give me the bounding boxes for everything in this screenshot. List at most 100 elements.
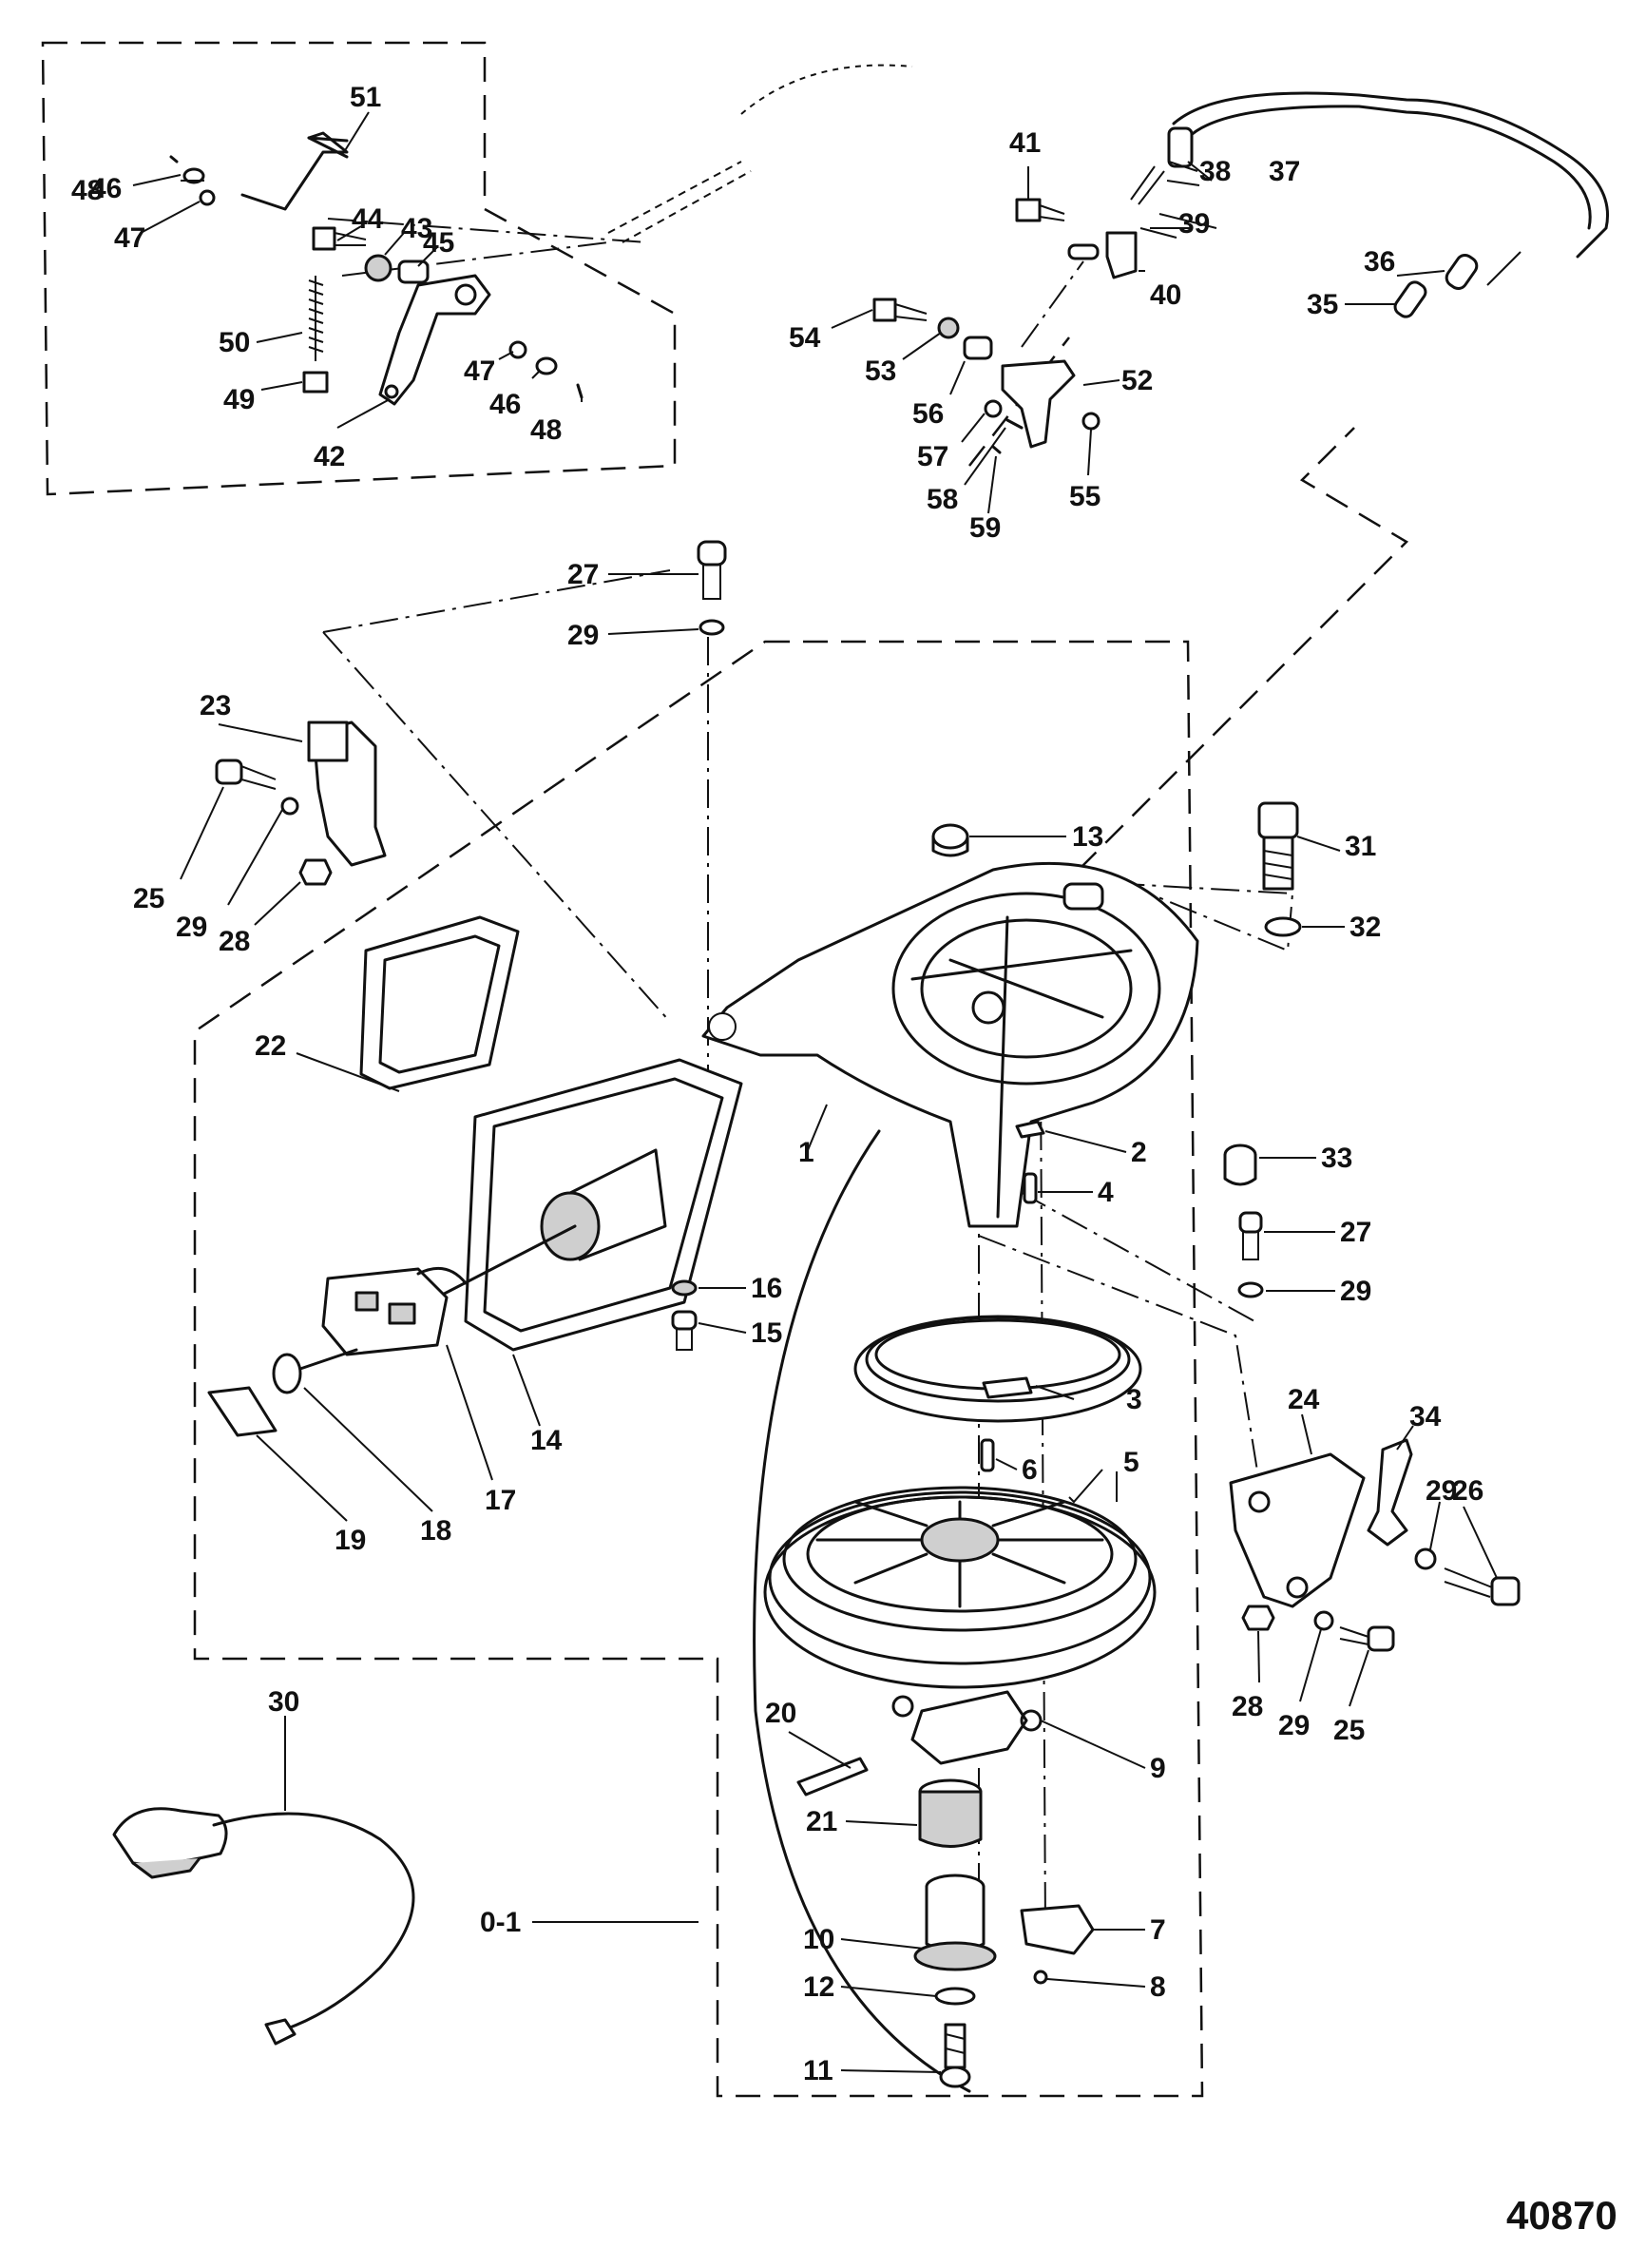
callout-19: 19 [335, 1525, 366, 1556]
washer-57 [984, 399, 1003, 418]
callout-12: 12 [803, 1971, 834, 2003]
callout-39: 39 [1178, 208, 1210, 240]
pulley-5 [763, 1486, 1157, 1689]
pin-2 [1015, 1120, 1045, 1139]
washer-12 [934, 1987, 976, 2006]
washer-29-left [280, 797, 299, 816]
callout-29-right: 29 [1340, 1276, 1371, 1307]
spring-36 [1445, 251, 1522, 291]
callout-labels: 1 2 3 4 5 6 7 8 9 10 11 12 13 14 15 16 1… [71, 82, 1617, 2238]
callout-55: 55 [1069, 481, 1101, 512]
callout-27-right: 27 [1340, 1217, 1371, 1248]
callout-42: 42 [314, 441, 345, 472]
align-line-24 [978, 1235, 1260, 1484]
callout-43: 43 [401, 213, 432, 244]
cable-rope [426, 1129, 971, 2093]
screw-44 [312, 226, 367, 251]
align-line-upper [1021, 260, 1084, 348]
callout-51: 51 [350, 82, 381, 113]
washer-55 [1081, 412, 1101, 431]
callout-22: 22 [255, 1030, 286, 1062]
bracket-52 [1001, 359, 1076, 449]
callout-49: 49 [223, 384, 255, 415]
nut-28-right [1241, 1605, 1275, 1631]
washer-47b [508, 340, 527, 359]
callout-35: 35 [1307, 289, 1338, 320]
callout-29-top: 29 [567, 620, 599, 651]
figure-number: 40870 [1506, 2193, 1617, 2238]
lever-42 [378, 274, 491, 406]
bolt-31 [1257, 801, 1299, 891]
bushing-45 [397, 259, 430, 284]
callout-10: 10 [803, 1924, 834, 1955]
callout-31: 31 [1345, 831, 1376, 862]
washer-16 [671, 1279, 698, 1297]
callout-47-left: 47 [114, 222, 145, 254]
callout-29-left: 29 [176, 912, 207, 943]
callout-48-left: 48 [71, 175, 103, 206]
callout-54: 54 [789, 322, 821, 354]
callout-56: 56 [912, 398, 944, 430]
screw-27-right [1238, 1211, 1263, 1260]
callout-23: 23 [200, 690, 231, 721]
cable-end-inset [607, 64, 913, 243]
pawl-7 [1020, 1904, 1095, 1955]
callout-34: 34 [1409, 1401, 1442, 1432]
callout-5: 5 [1123, 1447, 1139, 1478]
cover-14 [464, 1058, 743, 1352]
callout-33: 33 [1321, 1143, 1352, 1174]
cable-route-dash [1078, 427, 1409, 871]
callout-25-right: 25 [1333, 1715, 1365, 1746]
callout-7: 7 [1150, 1914, 1166, 1946]
insert-19 [207, 1386, 278, 1437]
washer-53 [937, 317, 960, 339]
callout-47-right: 47 [464, 356, 495, 387]
callout-21: 21 [806, 1806, 837, 1837]
washer-29-right [1237, 1281, 1264, 1298]
pin-4 [1023, 1172, 1038, 1204]
align-line-bracket-23 [322, 631, 671, 1023]
align-line-inset [327, 218, 647, 243]
bracket-23 [307, 721, 387, 867]
main-group-outline [193, 640, 1204, 2098]
callout-29-bracket: 29 [1278, 1710, 1310, 1741]
bolt-26 [1444, 1567, 1521, 1606]
link-58 [1005, 418, 1024, 430]
screw-27-top [697, 540, 727, 600]
callout-52: 52 [1121, 365, 1153, 396]
hub-10 [913, 1874, 997, 1971]
callout-40: 40 [1150, 279, 1181, 311]
nut-28-left [298, 858, 333, 886]
callout-4: 4 [1098, 1177, 1114, 1208]
clip-40 [1105, 231, 1138, 279]
washer-29-top [699, 619, 725, 636]
bolt-54 [872, 298, 928, 322]
callout-6: 6 [1022, 1454, 1038, 1486]
washer-29-bracket [1313, 1610, 1334, 1631]
callout-28-left: 28 [219, 926, 250, 957]
callout-16: 16 [751, 1273, 782, 1304]
screw-25-left [215, 759, 277, 790]
callout-2: 2 [1131, 1137, 1147, 1168]
align-line-bracket-23b [322, 569, 671, 633]
lever-34 [1367, 1438, 1413, 1547]
callout-27-top: 27 [567, 559, 599, 590]
callout-24: 24 [1288, 1384, 1320, 1415]
callout-8: 8 [1150, 1971, 1166, 2003]
bushing-33 [1223, 1144, 1257, 1186]
screw-25-right [1339, 1625, 1395, 1652]
callout-46-left: 46 [90, 173, 122, 204]
callout-26: 26 [1452, 1475, 1483, 1507]
washer-47a [199, 189, 216, 206]
callout-48-right: 48 [530, 414, 562, 446]
callout-25-left: 25 [133, 883, 164, 914]
pawl-plate-9 [891, 1690, 1043, 1765]
pin-59 [991, 445, 1002, 454]
spring-3 [853, 1315, 1142, 1423]
pin-link [1067, 243, 1100, 260]
leader-lines [132, 111, 1498, 2073]
callout-15: 15 [751, 1317, 782, 1349]
washer-43 [364, 254, 392, 282]
screw-15 [671, 1310, 698, 1351]
bracket-24 [1229, 1452, 1366, 1608]
